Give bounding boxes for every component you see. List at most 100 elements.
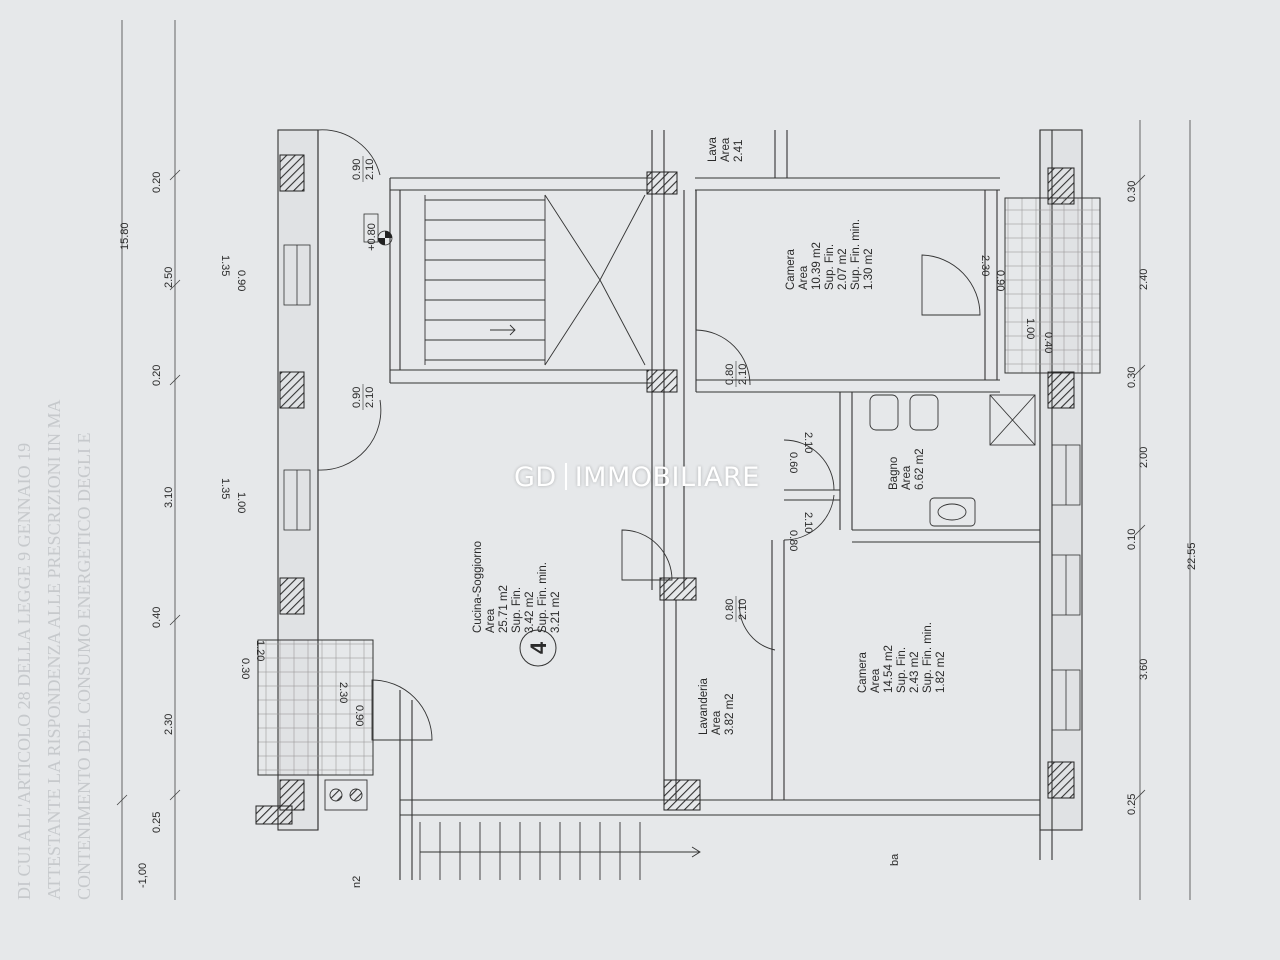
- stovetop: [324, 779, 368, 811]
- unit-number: 4: [519, 629, 557, 667]
- dimension-label: 2.40: [1138, 269, 1150, 290]
- room-name: Cucina-Soggiorno: [472, 541, 484, 633]
- level-marker-label: +0.80: [366, 223, 378, 251]
- room-area-label: Area: [485, 608, 497, 633]
- dimension-label: 0.30: [1126, 367, 1138, 388]
- dimension-line-left: [116, 20, 181, 900]
- room-area: 14.54 m2: [883, 645, 895, 693]
- dimension-total: 22.55: [1186, 542, 1198, 570]
- room-sup-fin-min-label: Sup. Fin. min.: [922, 622, 934, 693]
- window-label: 2.10: [802, 512, 814, 533]
- door-label: 0.90 2.10: [351, 384, 376, 410]
- room-sup-fin-label: Sup. Fin.: [511, 587, 523, 633]
- background-text: DI CUI ALL'ARTICOLO 28 DELLA LEGGE 9 GEN…: [14, 399, 94, 900]
- door-height: 2.10: [364, 387, 376, 408]
- room-area: 3.82 m2: [724, 693, 736, 735]
- dimension-label: 0.25: [151, 812, 163, 833]
- window-label: 1.35: [219, 478, 231, 499]
- room-area: 10.39 m2: [811, 242, 823, 290]
- room-sup-fin-min: 3.21 m2: [550, 591, 562, 633]
- room-area-label: Area: [798, 265, 810, 290]
- door-width: 0.80: [724, 599, 736, 620]
- svg-text:ATTESTANTE LA RISPONDENZA ALLE: ATTESTANTE LA RISPONDENZA ALLE PRESCRIZI…: [44, 399, 64, 900]
- room-area-label: Area: [901, 465, 913, 490]
- window-label: 0.40: [1042, 332, 1054, 353]
- room-sup-fin: 2.43 m2: [909, 651, 921, 693]
- room-area-label: Area: [720, 137, 732, 162]
- room-sup-fin-min: 1.30 m2: [863, 248, 875, 290]
- window-label: 1.00: [1024, 318, 1036, 339]
- room-cucina-soggiorno: Cucina-Soggiorno Area 25.71 m2 Sup. Fin.…: [472, 541, 562, 633]
- door-height: 2.10: [737, 364, 749, 385]
- room-camera-bottom: Camera Area 14.54 m2 Sup. Fin. 2.43 m2 S…: [857, 622, 947, 693]
- window-label: 2.10: [802, 432, 814, 453]
- window-label: 0.60: [787, 452, 799, 473]
- window-labels: 1.35 0.90 1.35 1.00 0.60 2.10 0.80 2.10 …: [219, 255, 1054, 726]
- dimension-label: 0.30: [1126, 181, 1138, 202]
- window-label: 0.90: [235, 270, 247, 291]
- door-height: 2.10: [364, 159, 376, 180]
- dimension-line-right: [1134, 120, 1191, 900]
- door-label: 0.80 2.10: [724, 596, 749, 622]
- dimension-label: 2.30: [163, 714, 175, 735]
- window-label: 0.30: [239, 658, 251, 679]
- room-name: Bagno: [888, 457, 900, 490]
- dimension-label: 3.60: [1138, 659, 1150, 680]
- edge-label: n2: [351, 876, 363, 888]
- window-label: 2.30: [337, 682, 349, 703]
- room-name: Lavanderia: [698, 677, 710, 735]
- room-bagno: Bagno Area 6.62 m2: [888, 448, 926, 490]
- room-area: 2.41: [733, 140, 745, 162]
- room-sup-fin-min-label: Sup. Fin. min.: [537, 562, 549, 633]
- dimension-labels-right: 0.30 2.40 0.30 2.00 0.10 3.60 0.25 22.55: [1126, 181, 1198, 815]
- room-sup-fin-label: Sup. Fin.: [824, 244, 836, 290]
- dimension-label: 0.10: [1126, 529, 1138, 550]
- window-label: 1.00: [235, 492, 247, 513]
- window-label: 1.20: [254, 640, 266, 661]
- dimension-label: 0.20: [151, 172, 163, 193]
- room-area: 6.62 m2: [914, 448, 926, 490]
- door-height: 2.10: [737, 599, 749, 620]
- window-label: 0.90: [353, 705, 365, 726]
- watermark-left: GD: [514, 462, 557, 493]
- dimension-label: 2.00: [1138, 447, 1150, 468]
- level-marker: +0.80: [363, 213, 393, 251]
- room-sup-fin: 3.42 m2: [524, 591, 536, 633]
- unit-number-label: 4: [526, 641, 551, 654]
- watermark-right: IMMOBILIARE: [574, 462, 760, 493]
- room-sup-fin-min-label: Sup. Fin. min.: [850, 219, 862, 290]
- svg-text:DI CUI ALL'ARTICOLO 28 DELLA L: DI CUI ALL'ARTICOLO 28 DELLA LEGGE 9 GEN…: [14, 443, 34, 900]
- window-label: 2.30: [979, 255, 991, 276]
- staircase: [419, 194, 701, 880]
- doors: [317, 129, 981, 741]
- svg-text:CONTENIMENTO DEL CONSUMO ENERG: CONTENIMENTO DEL CONSUMO ENERGETICO DEGL…: [74, 433, 94, 900]
- room-camera-top: Camera Area 10.39 m2 Sup. Fin. 2.07 m2 S…: [785, 219, 875, 290]
- dimension-labels-left: 0.20 2.50 0.20 3.10 0.40 2.30 0.25 -1,00…: [119, 172, 175, 888]
- door-width: 0.80: [724, 364, 736, 385]
- watermark-separator: [564, 463, 567, 490]
- bathroom-fixtures: [869, 394, 1036, 527]
- dimension-label: 0.40: [151, 607, 163, 628]
- dimension-label: 0.20: [151, 365, 163, 386]
- dimension-label: 0.25: [1126, 794, 1138, 815]
- room-lavatoio: Lava Area 2.41: [707, 136, 745, 162]
- door-label: 0.90 2.10: [351, 156, 376, 182]
- door-width: 0.90: [351, 159, 363, 180]
- window-label: 0.90: [994, 270, 1006, 291]
- room-name: Camera: [857, 651, 869, 693]
- room-sup-fin-label: Sup. Fin.: [896, 647, 908, 693]
- room-sup-fin-min: 1.82 m2: [935, 651, 947, 693]
- room-lavanderia: Lavanderia Area 3.82 m2: [698, 677, 736, 735]
- edge-label: ba: [889, 853, 901, 866]
- door-width: 0.90: [351, 387, 363, 408]
- window-label: 1.35: [219, 255, 231, 276]
- room-name: Camera: [785, 248, 797, 290]
- dimension-label: -1,00: [137, 863, 149, 888]
- room-area-label: Area: [870, 668, 882, 693]
- windows: [283, 244, 1081, 731]
- balconies: [257, 197, 1101, 776]
- room-area: 25.71 m2: [498, 585, 510, 633]
- room-name: Lava: [707, 136, 719, 162]
- room-area-label: Area: [711, 710, 723, 735]
